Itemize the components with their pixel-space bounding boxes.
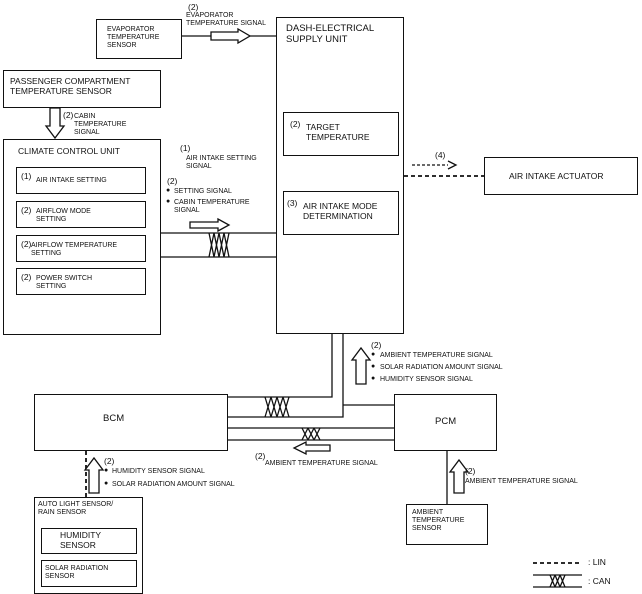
auto-light-rain-sensor-box: AUTO LIGHT SENSOR/ RAIN SENSOR HUMIDITY …	[34, 497, 143, 594]
evaporator-signal-num: (2)	[188, 2, 199, 12]
air-intake-mode-label: AIR INTAKE MODE DETERMINATION	[303, 201, 378, 221]
cabin-signal-label: CABIN TEMPERATURE SIGNAL	[74, 113, 127, 137]
bullet: ●	[166, 187, 171, 194]
target-temperature-box: (2) TARGET TEMPERATURE	[283, 112, 399, 156]
legend-lin-label: : LIN	[588, 557, 606, 567]
solar-radiation-sensor-label: SOLAR RADIATION SENSOR	[45, 565, 109, 581]
air-intake-setting-signal: AIR INTAKE SETTING SIGNAL	[186, 155, 257, 171]
ccu-item-num: (2)	[21, 205, 32, 215]
bullet: ●	[371, 351, 376, 358]
pcm-up-signal: AMBIENT TEMPERATURE SIGNAL	[380, 352, 493, 359]
ccu-item-num: (1)	[21, 171, 32, 181]
auto-light-signal-num: (2)	[104, 456, 115, 466]
dash-unit-label: DASH-ELECTRICAL SUPPLY UNIT	[286, 23, 375, 45]
air-intake-actuator-label: AIR INTAKE ACTUATOR	[509, 171, 604, 181]
ccu-item-num: (2)	[21, 272, 32, 282]
pcm-box: PCM	[394, 394, 497, 451]
ccu-signal-num-2: (2)	[167, 176, 178, 186]
ambient-temperature-sensor-box: AMBIENT TEMPERATURE SENSOR	[406, 504, 488, 545]
humidity-sensor-box: HUMIDITY SENSOR	[41, 528, 137, 554]
bullet: ●	[371, 363, 376, 370]
bcm-pcm-signal-arrow	[292, 440, 331, 456]
legend-can-twist	[549, 574, 566, 588]
ccu-item-airflow-mode: (2) AIRFLOW MODE SETTING	[16, 201, 146, 228]
cabin-signal-down-arrow	[44, 107, 66, 140]
ccu-signal-arrow	[189, 217, 231, 233]
bcm-pcm-signal-num: (2)	[255, 451, 266, 461]
legend-can-label: : CAN	[588, 576, 611, 586]
ambient-signal-label: AMBIENT TEMPERATURE SIGNAL	[465, 478, 578, 485]
pcm-up-num: (2)	[371, 340, 382, 350]
bullet: ●	[104, 480, 109, 487]
humidity-sensor-label: HUMIDITY SENSOR	[60, 530, 102, 550]
ccu-item-airflow-temperature: (2) AIRFLOW TEMPERATURE SETTING	[16, 235, 146, 262]
dash-bcm-wire-outer	[228, 334, 344, 418]
bullet: ●	[166, 198, 171, 205]
actuator-signal-num: (4)	[435, 150, 446, 160]
passenger-sensor-label: PASSENGER COMPARTMENT TEMPERATURE SENSOR	[10, 76, 131, 96]
bullet: ●	[104, 467, 109, 474]
autolight-up-arrow	[83, 456, 105, 494]
passenger-compartment-sensor-box: PASSENGER COMPARTMENT TEMPERATURE SENSOR	[3, 70, 161, 108]
air-intake-mode-box: (3) AIR INTAKE MODE DETERMINATION	[283, 191, 399, 235]
dash-electrical-supply-unit: DASH-ELECTRICAL SUPPLY UNIT (2) TARGET T…	[276, 17, 404, 334]
ccu-can-twist	[208, 232, 230, 258]
bullet: ●	[371, 375, 376, 382]
ccu-item-label: AIRFLOW TEMPERATURE SETTING	[31, 242, 118, 258]
ccu-item-label: AIR INTAKE SETTING	[36, 177, 107, 184]
pcm-up-signal: HUMIDITY SENSOR SIGNAL	[380, 376, 473, 383]
dash-bcm-can-twist	[264, 396, 290, 418]
ambient-up-arrow	[448, 458, 470, 494]
pcm-label: PCM	[435, 416, 457, 427]
ccu-signal-num-1: (1)	[180, 143, 191, 153]
ccu-item-label: AIRFLOW MODE SETTING	[36, 208, 91, 224]
pcm-up-signal: SOLAR RADIATION AMOUNT SIGNAL	[380, 364, 503, 371]
evaporator-sensor-box: EVAPORATOR TEMPERATURE SENSOR	[96, 19, 182, 59]
auto-light-signal: HUMIDITY SENSOR SIGNAL	[112, 468, 205, 475]
auto-light-signal: SOLAR RADIATION AMOUNT SIGNAL	[112, 481, 235, 488]
ambient-signal-num: (2)	[465, 466, 476, 476]
dash-bcm-wire-inner	[228, 334, 333, 398]
ccu-item-power-switch: (2) POWER SWITCH SETTING	[16, 268, 146, 295]
setting-signal-label: SETTING SIGNAL	[174, 188, 232, 195]
climate-control-unit: CLIMATE CONTROL UNIT (1) AIR INTAKE SETT…	[3, 139, 161, 335]
bcm-box: BCM	[34, 394, 228, 451]
pcm-up-arrow	[350, 346, 372, 385]
actuator-signal-arrowhead	[447, 160, 458, 170]
air-intake-mode-num: (3)	[287, 198, 298, 208]
solar-radiation-sensor-box: SOLAR RADIATION SENSOR	[41, 560, 137, 587]
evaporator-signal-label: EVAPORATOR TEMPERATURE SIGNAL	[186, 12, 266, 28]
bcm-pcm-signal-label: AMBIENT TEMPERATURE SIGNAL	[265, 460, 378, 467]
ccu-item-label: POWER SWITCH SETTING	[36, 275, 92, 291]
evaporator-sensor-label: EVAPORATOR TEMPERATURE SENSOR	[107, 26, 160, 50]
ambient-sensor-label: AMBIENT TEMPERATURE SENSOR	[412, 509, 465, 533]
air-intake-actuator-box: AIR INTAKE ACTUATOR	[484, 157, 638, 195]
target-temperature-num: (2)	[290, 119, 301, 129]
evaporator-signal-arrow	[210, 27, 252, 45]
auto-light-label: AUTO LIGHT SENSOR/ RAIN SENSOR	[38, 501, 114, 517]
ccu-item-air-intake: (1) AIR INTAKE SETTING	[16, 167, 146, 194]
bcm-label: BCM	[103, 413, 125, 424]
target-temperature-label: TARGET TEMPERATURE	[306, 122, 370, 142]
cabin-temperature-signal-label: CABIN TEMPERATURE SIGNAL	[174, 199, 250, 215]
ccu-title: CLIMATE CONTROL UNIT	[18, 146, 121, 156]
cabin-signal-num: (2)	[63, 110, 74, 120]
bcm-pcm-can-twist	[301, 427, 321, 441]
ccu-item-num: (2)	[21, 239, 32, 249]
